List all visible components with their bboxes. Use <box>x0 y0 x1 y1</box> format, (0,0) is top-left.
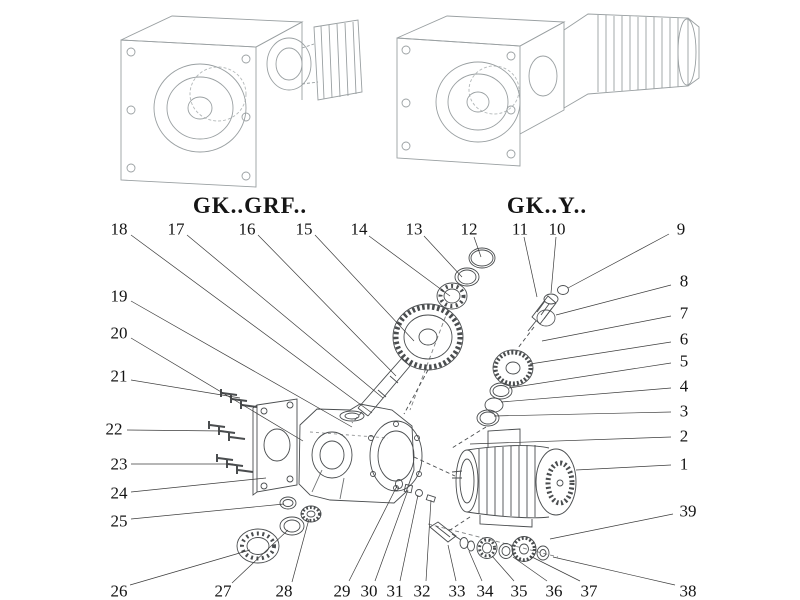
leader-line-20 <box>130 337 304 442</box>
leader-line-27 <box>231 529 289 584</box>
leader-line-8 <box>555 284 672 316</box>
leader-line-30 <box>374 489 409 582</box>
part-number-38: 38 <box>680 582 697 600</box>
part-number-20: 20 <box>111 324 128 343</box>
exploded-view <box>208 247 577 564</box>
leader-line-22 <box>126 429 225 432</box>
part-number-30: 30 <box>361 582 378 600</box>
leader-line-32 <box>425 499 432 582</box>
input-pinion-drawing <box>517 285 569 349</box>
part-number-23: 23 <box>111 455 128 474</box>
part-number-28: 28 <box>276 582 293 600</box>
leader-line-39 <box>549 513 674 540</box>
part-number-17: 17 <box>168 220 186 239</box>
leader-line-15 <box>314 234 415 342</box>
gkgrf-variant-drawing <box>120 15 363 188</box>
part-number-33: 33 <box>449 582 466 600</box>
part-number-37: 37 <box>581 582 599 600</box>
leader-line-1 <box>575 464 672 471</box>
leader-line-2 <box>469 436 672 445</box>
part-number-10: 10 <box>549 220 566 239</box>
leader-line-19 <box>130 300 353 428</box>
part-number-36: 36 <box>546 582 563 600</box>
leader-line-11 <box>523 236 538 298</box>
leader-line-16 <box>257 234 397 377</box>
part-number-22: 22 <box>106 420 123 439</box>
part-number-18: 18 <box>111 220 128 239</box>
part-number-9: 9 <box>677 220 686 239</box>
part-number-16: 16 <box>239 220 256 239</box>
variant-label-gkgrf: GK..GRF.. <box>192 193 308 218</box>
part-number-7: 7 <box>680 304 689 323</box>
output-shaft-drawing <box>351 357 411 424</box>
part-number-32: 32 <box>414 582 431 600</box>
leader-line-6 <box>529 341 672 365</box>
part-number-3: 3 <box>680 402 689 421</box>
leader-line-3 <box>493 411 672 417</box>
part-number-31: 31 <box>387 582 404 600</box>
housing-drawing <box>298 403 456 504</box>
leader-line-28 <box>291 518 310 583</box>
part-number-2: 2 <box>680 427 689 446</box>
bevel-gear-drawing <box>451 349 534 449</box>
leader-line-25 <box>130 503 285 520</box>
part-number-29: 29 <box>334 582 351 600</box>
leader-line-36 <box>512 556 548 582</box>
part-number-5: 5 <box>680 352 689 371</box>
leader-line-37 <box>529 555 581 582</box>
part-number-34: 34 <box>477 582 495 600</box>
leader-line-34 <box>468 550 483 582</box>
output-gear-drawing <box>392 303 464 415</box>
part-number-12: 12 <box>461 220 478 239</box>
mounting-flange-drawing <box>252 398 298 496</box>
part-number-27: 27 <box>215 582 233 600</box>
leader-line-33 <box>447 544 457 582</box>
part-number-4: 4 <box>680 377 689 396</box>
part-number-13: 13 <box>406 220 423 239</box>
part-number-35: 35 <box>511 582 528 600</box>
leader-line-18 <box>130 234 373 414</box>
leader-line-35 <box>491 555 515 582</box>
part-number-26: 26 <box>111 582 128 600</box>
variant-label-gky: GK..Y.. <box>506 193 588 218</box>
leader-line-10 <box>550 236 557 294</box>
part-number-25: 25 <box>111 512 128 531</box>
part-number-6: 6 <box>680 330 689 349</box>
leader-line-31 <box>399 494 419 582</box>
part-number-15: 15 <box>296 220 313 239</box>
leader-line-12 <box>473 236 482 258</box>
leader-line-9 <box>567 233 670 289</box>
part-number-14: 14 <box>351 220 369 239</box>
leader-line-21 <box>130 379 241 399</box>
output-bearing-drawing <box>409 282 468 411</box>
bottom-bearings-drawing <box>236 496 322 564</box>
leader-line-29 <box>348 485 398 582</box>
leader-line-13 <box>423 235 463 278</box>
leader-line-38 <box>552 556 676 586</box>
seal-rings-drawing <box>454 247 496 287</box>
gky-variant-drawing <box>396 13 700 167</box>
leader-line-17 <box>186 234 384 399</box>
leader-line-14 <box>368 235 451 297</box>
leader-line-26 <box>129 549 251 586</box>
part-number-24: 24 <box>111 484 129 503</box>
leader-line-4 <box>500 387 672 403</box>
part-number-19: 19 <box>111 287 128 306</box>
motor-drawing <box>446 428 577 533</box>
leader-line-5 <box>508 362 672 389</box>
leader-line-7 <box>541 315 672 342</box>
part-number-39: 39 <box>680 502 697 521</box>
output-assembly-drawing <box>427 521 559 562</box>
part-number-8: 8 <box>680 272 689 291</box>
leader-line-24 <box>130 477 267 493</box>
bolts-drawing <box>208 389 258 474</box>
part-number-1: 1 <box>680 455 689 474</box>
part-number-11: 11 <box>512 220 528 239</box>
part-number-21: 21 <box>111 367 128 386</box>
